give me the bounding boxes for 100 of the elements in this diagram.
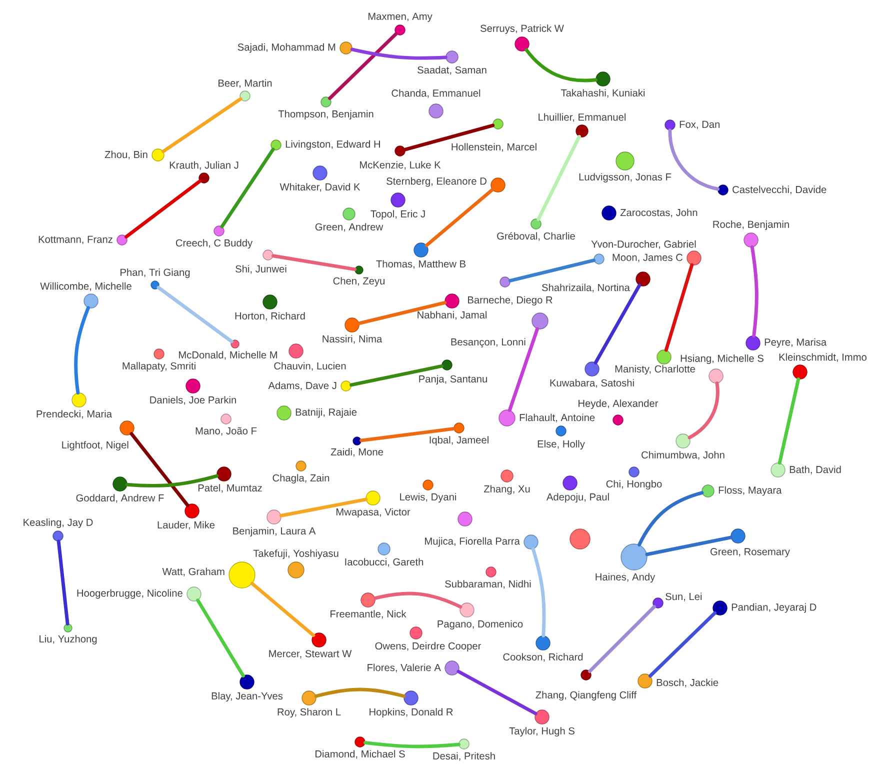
name-label: Yvon-Durocher, Gabriel bbox=[591, 240, 696, 249]
name-label: Kuwabara, Satoshi bbox=[550, 379, 634, 388]
name-label: Shahrizaila, Nortina bbox=[542, 284, 630, 292]
name-label: Lightfoot, Nigel bbox=[62, 441, 128, 451]
name-label: Chanda, Emmanuel bbox=[392, 89, 480, 98]
connector-line bbox=[124, 180, 202, 239]
name-label: Takahashi, Kuniaki bbox=[561, 89, 645, 98]
connector-line bbox=[126, 474, 219, 488]
name-label: Chagla, Zain bbox=[272, 474, 330, 484]
name-label: Patel, Mumtaz bbox=[198, 484, 262, 493]
name-label: Sajadi, Mohammad M bbox=[238, 43, 336, 53]
name-label: Maxmen, Amy bbox=[368, 12, 432, 22]
name-label: Pandian, Jeyaraj D bbox=[732, 603, 816, 613]
name-label: Floss, Mayara bbox=[718, 486, 782, 496]
connector-line bbox=[357, 300, 447, 326]
name-label: Gréboval, Charlie bbox=[497, 232, 575, 241]
name-label: McKenzie, Luke K bbox=[360, 161, 441, 170]
connector-line bbox=[778, 377, 800, 465]
connector-line bbox=[130, 432, 190, 507]
connector-line bbox=[250, 582, 316, 638]
name-label: Keasling, Jay D bbox=[24, 518, 93, 528]
connector-line bbox=[364, 740, 460, 748]
connector-line bbox=[588, 605, 656, 673]
name-label: Sternberg, Eleanore D bbox=[386, 177, 486, 187]
name-label: Whitaker, David K bbox=[280, 183, 360, 192]
name-label: Thompson, Benjamin bbox=[278, 110, 374, 120]
name-label: Moon, James C bbox=[612, 254, 683, 262]
connector-line bbox=[424, 188, 494, 247]
connector-line bbox=[314, 688, 406, 698]
connector-line bbox=[279, 498, 368, 518]
name-label: Chen, Zeyu bbox=[333, 277, 385, 287]
name-label: Manisty, Charlotte bbox=[615, 365, 695, 375]
name-label: Shi, Junwei bbox=[236, 265, 286, 274]
name-label: Blay, Jean-Yves bbox=[212, 692, 283, 702]
connector-line bbox=[536, 134, 581, 221]
name-label: Zhang, Qiangfeng Cliff bbox=[536, 691, 637, 701]
connector-line bbox=[156, 286, 234, 344]
name-label: Daniels, Joe Parkin bbox=[150, 396, 236, 405]
name-label: Chi, Hongbo bbox=[606, 480, 662, 490]
name-label: Peyre, Marisa bbox=[764, 338, 827, 348]
name-label: Taylor, Hugh S bbox=[509, 727, 574, 737]
connector-line bbox=[594, 284, 642, 364]
name-label: Hopkins, Donald R bbox=[370, 708, 453, 718]
name-label: Else, Holly bbox=[538, 440, 585, 450]
name-label: Zhang, Xu bbox=[484, 485, 530, 495]
name-label: Bath, David bbox=[790, 466, 841, 474]
name-label: Nassiri, Nima bbox=[322, 335, 382, 344]
connector-line bbox=[456, 670, 538, 716]
name-label: Desai, Pritesh bbox=[433, 752, 495, 761]
name-label: Subbaraman, Nidhi bbox=[445, 580, 531, 589]
connector-line bbox=[162, 97, 242, 154]
name-label: Bosch, Jackie bbox=[656, 678, 718, 688]
connector-line bbox=[664, 263, 694, 352]
name-label: Chimumbwa, John bbox=[642, 451, 724, 460]
name-label: Hsiang, Michelle S bbox=[680, 354, 764, 364]
name-label: Kottmann, Franz bbox=[38, 236, 112, 244]
name-label: Owens, Deirdre Cooper bbox=[375, 642, 482, 652]
name-label: Iacobucci, Gareth bbox=[345, 558, 424, 567]
name-label: Hoogerbrugge, Nicoline bbox=[77, 589, 182, 599]
name-label: Ludvigsson, Jonas F bbox=[579, 173, 672, 183]
name-label: Nabhani, Jamal bbox=[418, 311, 486, 320]
name-label: Serruys, Patrick W bbox=[480, 24, 564, 34]
name-label: Watt, Graham bbox=[162, 568, 224, 576]
connector-line bbox=[750, 246, 758, 338]
name-label: Thomas, Matthew B bbox=[376, 260, 466, 269]
name-label: McDonald, Michelle M bbox=[179, 351, 277, 360]
name-label: Goddard, Andrew F bbox=[76, 494, 164, 503]
name-label: Diamond, Michael S bbox=[316, 750, 405, 759]
name-label: Adams, Dave J bbox=[268, 382, 336, 390]
connector-line bbox=[196, 598, 245, 678]
connector-line bbox=[56, 540, 70, 626]
name-label: Panja, Santanu bbox=[419, 375, 487, 385]
name-label: Mujica, Fiorella Parra bbox=[425, 537, 520, 547]
name-label: Phan, Tri Giang bbox=[120, 268, 190, 278]
name-label: Cookson, Richard bbox=[503, 653, 583, 662]
name-label: Heyde, Alexander bbox=[578, 400, 658, 409]
name-label: Lauder, Mike bbox=[158, 521, 215, 530]
name-label: Creech, C Buddy bbox=[176, 239, 253, 249]
name-label: Freemantle, Nick bbox=[330, 610, 406, 619]
connector-line bbox=[638, 491, 704, 546]
name-label: Willicombe, Michelle bbox=[40, 282, 132, 291]
name-label: Liu, Yuzhong bbox=[40, 635, 97, 645]
name-label: Beer, Martin bbox=[218, 79, 272, 88]
name-label: Adepoju, Paul bbox=[546, 493, 609, 503]
connector-line bbox=[328, 32, 398, 100]
connector-line bbox=[508, 327, 540, 412]
name-label: Mano, João F bbox=[196, 427, 257, 436]
node-circle bbox=[570, 528, 590, 550]
connector-line bbox=[645, 536, 733, 556]
name-label: Takefuji, Yoshiyasu bbox=[253, 550, 338, 559]
connector-line bbox=[648, 611, 716, 678]
name-label: Iqbal, Jameel bbox=[430, 436, 488, 446]
name-label: Hollenstein, Marcel bbox=[452, 143, 536, 152]
name-label: Castelvecchi, Davide bbox=[732, 186, 826, 194]
name-label: Flahault, Antoine bbox=[520, 414, 595, 422]
name-label: Pagano, Domenico bbox=[438, 620, 523, 630]
connector-line bbox=[531, 547, 546, 638]
name-label: Roy, Sharon L bbox=[278, 708, 341, 718]
name-label: Barneche, Diego R bbox=[468, 296, 552, 306]
name-label: Benjamin, Laura A bbox=[233, 527, 316, 537]
